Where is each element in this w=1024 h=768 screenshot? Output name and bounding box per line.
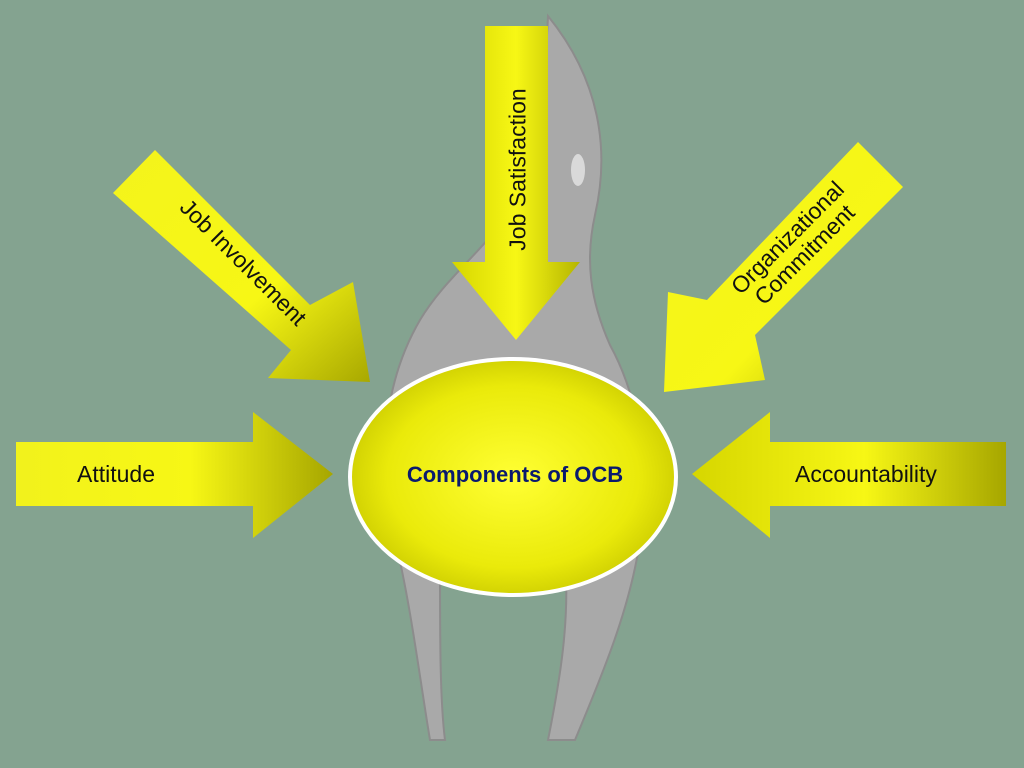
label-job-satisfaction: Job Satisfaction [504, 88, 531, 251]
label-accountability: Accountability [795, 461, 937, 487]
label-attitude: Attitude [77, 461, 155, 487]
arrow-attitude [16, 412, 333, 538]
arrow-accountability [692, 412, 1006, 538]
arrow-job-involvement [113, 150, 370, 382]
arrow-job-satisfaction [452, 26, 580, 340]
center-ellipse [348, 357, 678, 597]
center-label: Components of OCB [406, 462, 624, 487]
arrow-organizational-commitment [664, 142, 903, 392]
